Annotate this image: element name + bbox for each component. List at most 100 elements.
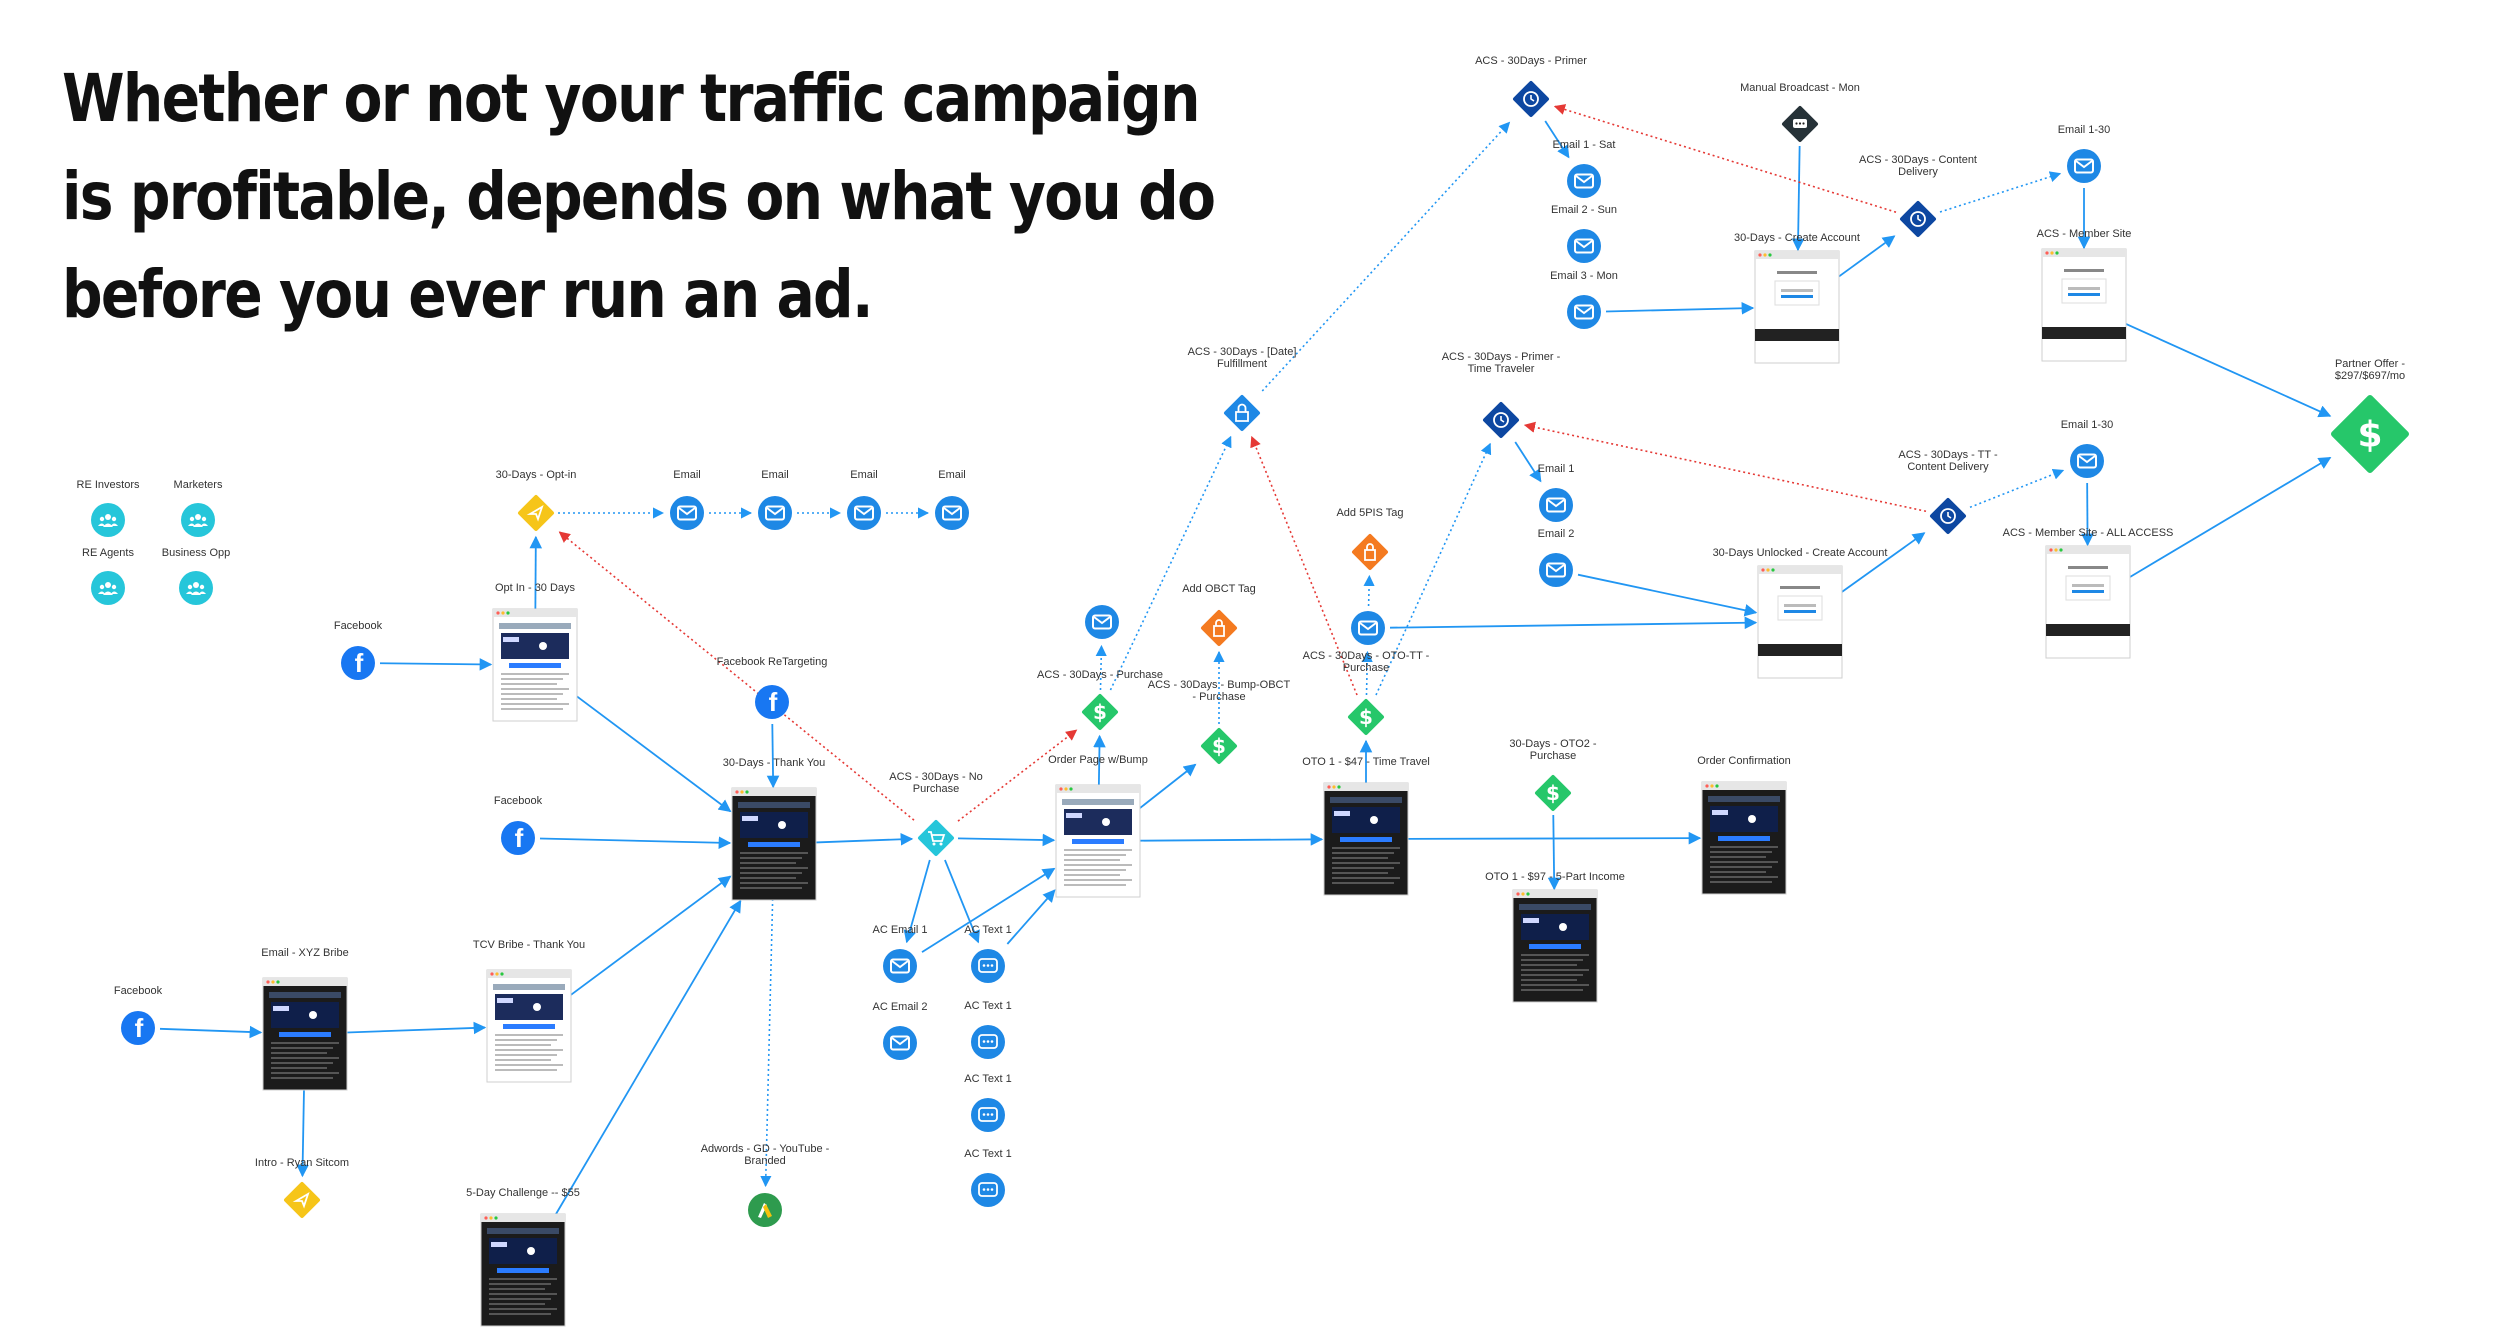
node-purchase-oto2[interactable]: $30-Days - OTO2 -Purchase: [1509, 738, 1597, 811]
connector-email-oto-to-page-unlocked: [1389, 616, 1758, 630]
connector-page-tcv-to-page-thankyou: [570, 875, 732, 996]
node-primer-tt[interactable]: ACS - 30Days - Primer -Time Traveler: [1442, 351, 1561, 438]
node-email-4[interactable]: Email: [935, 469, 969, 530]
node-aud-business-opp[interactable]: Business Opp: [162, 547, 230, 605]
node-label: Email: [850, 469, 878, 481]
node-adwords[interactable]: Adwords - GD - YouTube -Branded: [701, 1143, 830, 1227]
node-page-thankyou[interactable]: 30-Days - Thank You: [723, 757, 826, 901]
node-label: 30-Days - OTO2 -: [1509, 738, 1597, 750]
node-ac-text-1a[interactable]: AC Text 1: [964, 924, 1012, 983]
node-email-3[interactable]: Email: [847, 469, 881, 530]
node-page-member-site[interactable]: ACS - Member Site: [2037, 228, 2132, 362]
node-page-email-xyz[interactable]: Email - XYZ Bribe: [261, 947, 349, 1091]
connector-page-optin-to-page-thankyou: [576, 695, 732, 813]
envelope-icon: [1539, 488, 1573, 522]
envelope-icon: [2070, 444, 2104, 478]
node-manual-broadcast[interactable]: Manual Broadcast - Mon: [1740, 82, 1860, 142]
page-thumbnail: [2041, 248, 2127, 362]
node-email-tt-2[interactable]: Email 2: [1538, 528, 1575, 587]
node-partner-offer[interactable]: $Partner Offer -$297/$697/mo: [2331, 358, 2409, 473]
node-label: $297/$697/mo: [2335, 370, 2405, 382]
nodes: RE Investors Marketers RE Agents Business O…: [77, 55, 2409, 1327]
node-email-2[interactable]: Email: [758, 469, 792, 530]
node-label: RE Agents: [82, 547, 134, 559]
svg-text:f: f: [355, 648, 364, 678]
node-email-mon[interactable]: Email 3 - Mon: [1550, 270, 1618, 329]
page-thumbnail: [1701, 781, 1787, 895]
envelope-icon: [1567, 295, 1601, 329]
node-optin-30days[interactable]: 30-Days - Opt-in: [496, 469, 577, 531]
node-purchase-bump[interactable]: $ACS - 30Days - Bump-OBCT- Purchase: [1148, 679, 1291, 764]
node-primer[interactable]: ACS - 30Days - Primer: [1475, 55, 1587, 117]
envelope-icon: [1567, 164, 1601, 198]
node-email-1-30-b[interactable]: Email 1-30: [2061, 419, 2114, 478]
node-ac-email-1[interactable]: AC Email 1: [872, 924, 928, 983]
node-aud-marketers[interactable]: Marketers: [174, 479, 223, 537]
node-page-confirmation[interactable]: Order Confirmation: [1697, 755, 1791, 895]
node-ac-text-1b[interactable]: AC Text 1: [964, 1000, 1012, 1059]
node-label: Partner Offer -: [2335, 358, 2405, 370]
node-label: Facebook: [494, 795, 543, 807]
people-icon: [91, 503, 125, 537]
node-tag-5pis[interactable]: Add 5PIS Tag: [1336, 507, 1404, 570]
connector-fb-retargeting-to-page-thankyou: [766, 723, 780, 789]
node-page-order[interactable]: Order Page w/Bump: [1048, 754, 1148, 898]
node-aud-re-investors[interactable]: RE Investors: [77, 479, 140, 537]
node-page-oto1-97[interactable]: OTO 1 - $97 - 5-Part Income: [1485, 871, 1625, 1003]
node-ac-email-2[interactable]: AC Email 2: [872, 1001, 928, 1060]
connector-fb-1-to-page-optin: [379, 658, 493, 671]
node-email-1[interactable]: Email: [670, 469, 704, 530]
node-purchase-30days[interactable]: $ACS - 30Days - Purchase: [1037, 669, 1163, 730]
node-label: Content Delivery: [1907, 461, 1989, 473]
connector-content-delivery-tt-to-primer-tt: [1523, 421, 1927, 513]
node-ac-text-1d[interactable]: AC Text 1: [964, 1148, 1012, 1207]
node-page-optin[interactable]: Opt In - 30 Days: [492, 582, 578, 722]
node-ac-text-1c[interactable]: AC Text 1: [964, 1073, 1012, 1132]
node-page-5day[interactable]: 5-Day Challenge -- $55: [466, 1187, 580, 1327]
node-purchase-oto-tt[interactable]: $ACS - 30Days - OTO-TT -Purchase: [1303, 650, 1430, 735]
node-page-create-account[interactable]: 30-Days - Create Account: [1734, 232, 1860, 364]
connector-purchase-30days-to-fulfillment: [1109, 435, 1232, 691]
envelope-icon: [2067, 149, 2101, 183]
envelope-icon: [883, 1026, 917, 1060]
connector-ac-text-1a-to-page-order: [1006, 889, 1056, 945]
node-email-oto[interactable]: [1351, 611, 1385, 645]
node-page-member-all[interactable]: ACS - Member Site - ALL ACCESS: [2003, 527, 2174, 659]
node-content-delivery-tt[interactable]: ACS - 30Days - TT -Content Delivery: [1898, 449, 1998, 534]
node-label: ACS - 30Days - Content: [1859, 154, 1977, 166]
facebook-icon: f: [341, 646, 375, 680]
node-label: 5-Day Challenge -- $55: [466, 1187, 580, 1199]
node-email-purchase[interactable]: [1085, 605, 1119, 639]
adwords-icon: [748, 1193, 782, 1227]
node-label: Email 3 - Mon: [1550, 270, 1618, 282]
node-label: Email: [673, 469, 701, 481]
node-label: Email 1: [1538, 463, 1575, 475]
node-aud-re-agents[interactable]: RE Agents: [82, 547, 134, 605]
node-email-sat[interactable]: Email 1 - Sat: [1553, 139, 1616, 198]
node-label: ACS - 30Days - No: [889, 771, 983, 783]
node-page-unlocked[interactable]: 30-Days Unlocked - Create Account: [1713, 547, 1888, 679]
node-email-tt-1[interactable]: Email 1: [1538, 463, 1575, 522]
envelope-icon: [1539, 553, 1573, 587]
node-tag-obct[interactable]: Add OBCT Tag: [1182, 583, 1256, 646]
node-label: - Purchase: [1192, 691, 1245, 703]
node-page-oto1[interactable]: OTO 1 - $47 - Time Travel: [1302, 756, 1430, 896]
optin-icon: [284, 1182, 320, 1218]
page-thumbnail: [731, 787, 817, 901]
node-fulfillment[interactable]: ACS - 30Days - [Date]Fulfillment: [1188, 346, 1297, 431]
connector-purchase-30days-to-email-purchase: [1095, 644, 1107, 691]
node-optin-intro[interactable]: Intro - Ryan Sitcom: [255, 1157, 349, 1218]
node-label: OTO 1 - $97 - 5-Part Income: [1485, 871, 1625, 883]
node-email-1-30-a[interactable]: Email 1-30: [2058, 124, 2111, 183]
connector-cart-no-purchase-to-optin-30days: [558, 531, 915, 821]
node-page-tcv[interactable]: TCV Bribe - Thank You: [473, 939, 585, 1083]
page-thumbnail: [486, 969, 572, 1083]
node-email-sun[interactable]: Email 2 - Sun: [1551, 204, 1617, 263]
svg-text:$: $: [1093, 700, 1107, 724]
